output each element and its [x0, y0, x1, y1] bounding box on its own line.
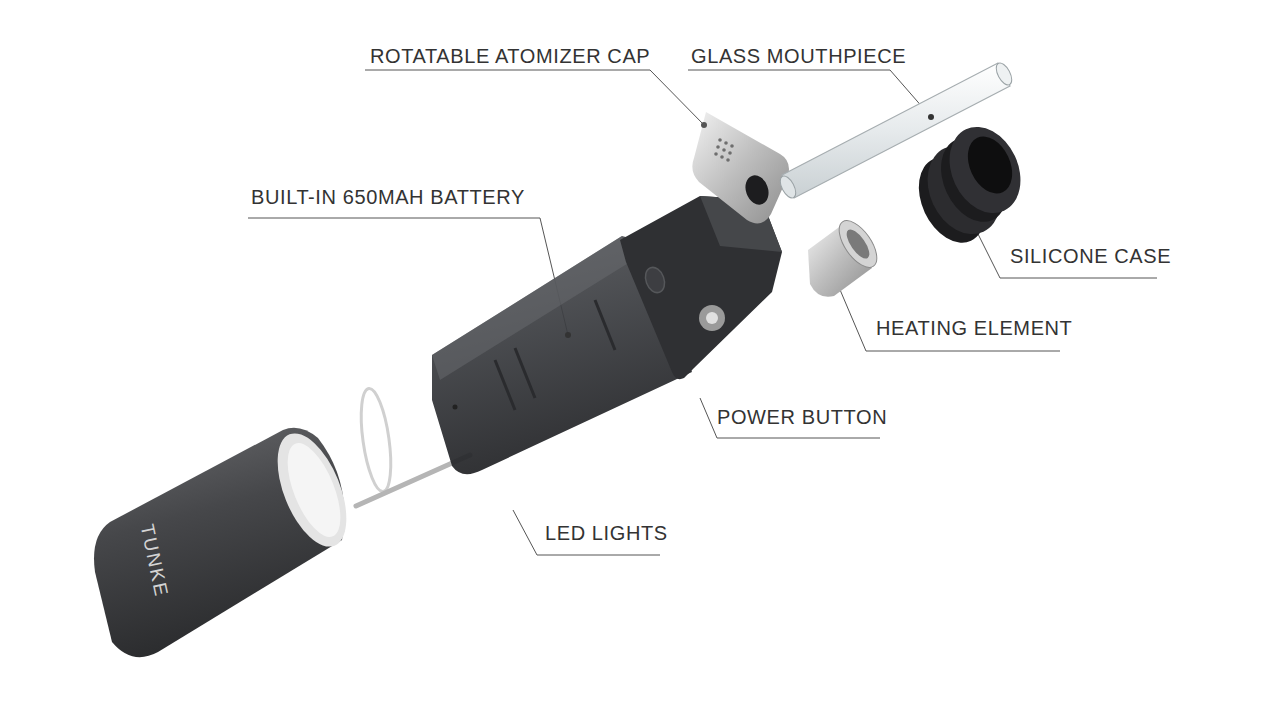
leader-line — [688, 70, 931, 117]
part-label: BUILT-IN 650MAH BATTERY — [251, 185, 525, 209]
battery-rib — [595, 300, 615, 350]
socket-pin — [706, 312, 718, 324]
vent-holes — [714, 138, 734, 162]
battery-rib — [515, 348, 535, 398]
battery-highlight — [432, 236, 630, 380]
part-label: HEATING ELEMENT — [876, 316, 1072, 340]
heating-bore — [843, 226, 874, 262]
cap-opening — [264, 424, 361, 556]
power-button — [642, 265, 668, 296]
silicone-opening — [959, 129, 1021, 200]
part-label: SILICONE CASE — [1010, 244, 1171, 268]
heating-end — [832, 214, 884, 273]
leader-dot — [928, 114, 934, 120]
leader-dot — [565, 332, 571, 338]
part-label: LED LIGHTS — [545, 521, 668, 545]
plate-hole — [742, 172, 773, 208]
atomizer-plate — [692, 112, 789, 223]
tube-end — [777, 174, 799, 201]
leader-dot — [453, 405, 458, 410]
tube-end — [993, 61, 1015, 88]
battery-body — [432, 236, 692, 474]
cap-opening-inner — [277, 436, 352, 544]
silicone-case — [906, 115, 1034, 253]
socket-ring — [699, 305, 725, 331]
head-block — [620, 196, 782, 379]
led-ring — [356, 387, 396, 494]
part-label: GLASS MOUTHPIECE — [691, 44, 906, 68]
part-label: ROTATABLE ATOMIZER CAP — [370, 44, 650, 68]
battery-rib — [495, 360, 515, 410]
hinge — [701, 122, 707, 128]
silicone-rib — [936, 115, 1034, 224]
leader-line — [365, 70, 706, 127]
part-label: POWER BUTTON — [717, 405, 887, 429]
